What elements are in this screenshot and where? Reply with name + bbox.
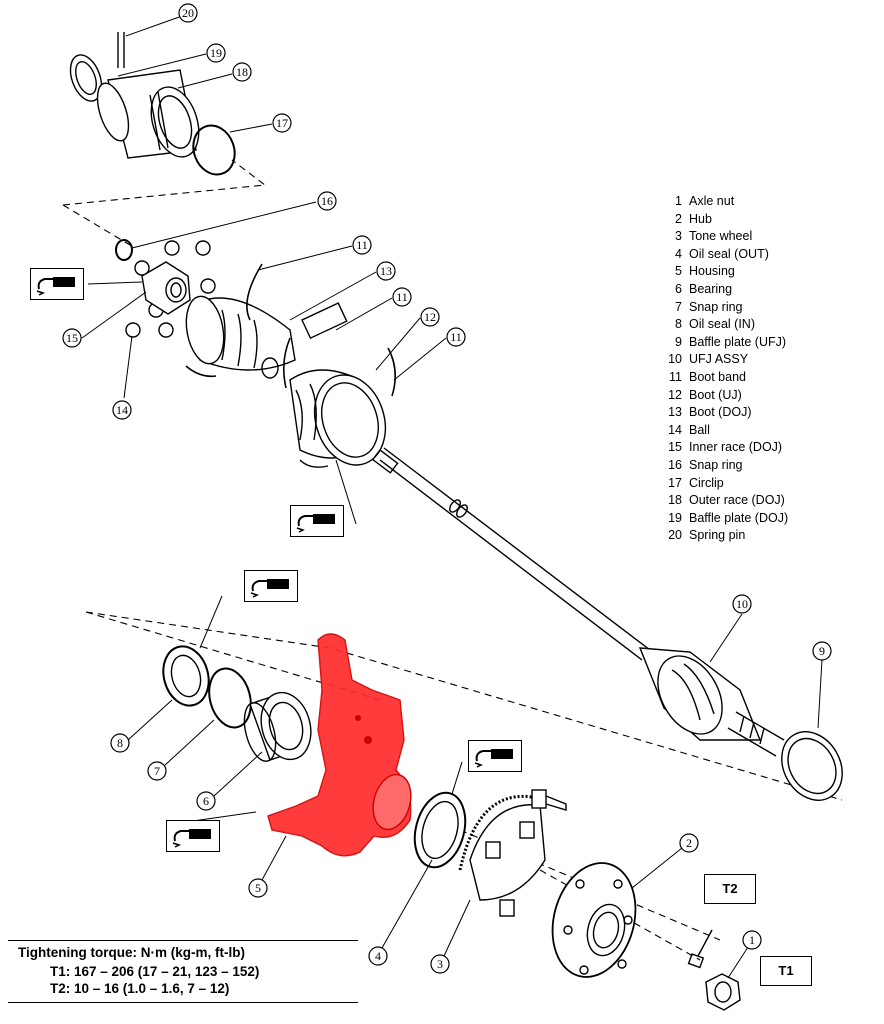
callout-1: 1 [749,933,755,947]
drive-shaft [371,447,651,661]
callout-7: 7 [154,764,160,778]
callout-9: 9 [819,644,825,658]
callout-5: 5 [255,881,261,895]
callout-15: 15 [66,331,78,345]
table-bottom-rule [8,1002,358,1003]
callout-12: 12 [424,310,436,324]
hub-bolt [531,789,567,811]
grease-symbol-icon [30,268,84,300]
callout-11c: 11 [450,330,462,344]
oil-seal-out [413,791,467,869]
grease-symbol-icon [468,740,522,772]
torque-tag-t1: T1 [760,956,812,986]
callout-18: 18 [236,65,248,79]
circlip [192,124,236,176]
inner-race-doj [141,261,191,315]
callout-circles [62,3,832,974]
callout-11a: 11 [356,238,368,252]
bearing [243,691,312,762]
callout-10: 10 [736,597,748,611]
tightening-torque-table: Tightening torque: N·m (kg-m, ft-lb) T1:… [8,940,358,1003]
torque-row-t1: T1: 167 – 206 (17 – 21, 123 – 152) [50,964,260,979]
callout-14: 14 [116,403,128,417]
callout-13: 13 [380,264,392,278]
leader-lines [81,15,823,979]
boot-band-tag [301,302,348,340]
housing-outline [355,715,412,831]
table-top-rule [8,940,358,941]
callout-8: 8 [117,736,123,750]
axle-nut [705,973,741,1011]
baffle-plate-ufj [781,731,843,801]
torque-tag-t2: T2 [704,874,756,904]
boot-uj [289,369,387,468]
callout-4: 4 [375,949,381,963]
callout-labels: 20 19 18 17 16 11 13 11 12 11 15 14 10 9… [66,6,825,971]
tone-wheel [458,794,546,917]
callout-20: 20 [182,6,194,20]
baffle-plate-doj [69,54,103,102]
grease-symbol-icon [166,820,220,852]
torque-row-t2: T2: 10 – 16 (1.0 – 1.6, 7 – 12) [50,981,230,996]
callout-16: 16 [321,194,333,208]
snap-ring-bearing [208,667,252,729]
snap-ring [115,239,133,261]
boot-doj [185,295,296,379]
callout-2: 2 [686,836,692,850]
callout-17: 17 [276,116,288,130]
oil-seal-in [162,645,210,707]
callout-3: 3 [437,957,443,971]
sensor-bolt [687,929,713,969]
spring-pin [117,32,125,68]
torque-title: Tightening torque: N·m (kg-m, ft-lb) [18,945,245,960]
ufj-assy [638,647,785,757]
grease-symbol-icon [244,570,298,602]
balls [125,240,216,338]
hub [551,862,637,978]
outer-race-doj [96,69,200,159]
grease-symbol-icon [290,505,344,537]
callout-11b: 11 [396,290,408,304]
callout-6: 6 [203,794,209,808]
callout-19: 19 [210,46,222,60]
